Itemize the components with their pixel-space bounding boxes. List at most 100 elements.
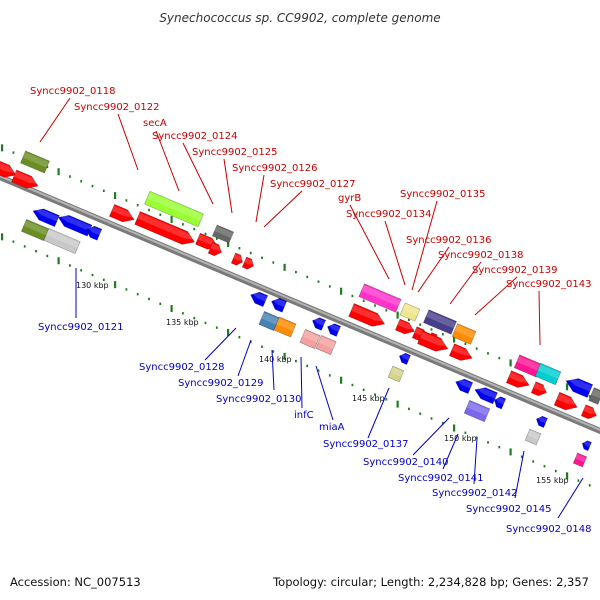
gene-box [463, 399, 491, 423]
scale-tick [419, 412, 422, 415]
scale-tick [532, 460, 535, 463]
scale-tick [385, 398, 388, 401]
gene-box [43, 227, 81, 255]
scale-tick [57, 168, 60, 176]
scale-tick [215, 237, 218, 240]
accession-text: Accession: NC_007513 [10, 575, 141, 589]
leader-line [417, 246, 450, 293]
gene-box [423, 309, 457, 335]
scale-tick [215, 326, 218, 329]
scale-tick [509, 448, 512, 456]
scale-tick [204, 232, 207, 236]
scale-tick [182, 223, 184, 226]
scale-tick [69, 175, 71, 178]
scale-tick [385, 309, 388, 312]
gene-arrow [348, 303, 386, 327]
leader-line [39, 97, 71, 143]
gene-box [315, 335, 337, 355]
gene-arrow [417, 330, 449, 352]
gene-label-top: Syncc9902_0127 [270, 179, 356, 190]
scale-tick [351, 294, 354, 298]
gene-arrow [455, 378, 474, 395]
gene-label-top: Syncc9902_0126 [232, 163, 318, 174]
topology-text: Topology: circular; Length: 2,234,828 bp… [273, 575, 589, 589]
gene-label-bottom: Syncc9902_0142 [432, 488, 518, 499]
gene-label-top: Syncc9902_0125 [192, 147, 278, 158]
gene-box [211, 224, 235, 244]
gene-label-top: Syncc9902_0138 [438, 250, 524, 261]
leader-line [271, 349, 275, 391]
gene-arrow [553, 391, 579, 411]
scale-tick [102, 278, 105, 282]
gene-arrow [494, 396, 507, 410]
gene-arrow [230, 252, 244, 266]
scale-tick [91, 273, 94, 277]
gene-arrow [134, 211, 196, 245]
scale-tick [193, 227, 196, 231]
scale-tick [453, 335, 456, 343]
leader-line [255, 174, 265, 223]
scale-tick [374, 393, 376, 396]
gene-label-top: Syncc9902_0143 [506, 279, 592, 290]
scale-tick [227, 328, 230, 336]
scale-tick [543, 465, 546, 468]
gene-label-top: secA [143, 118, 167, 129]
gene-box [358, 283, 402, 313]
scale-tick [170, 216, 173, 224]
leader-line [263, 190, 303, 228]
scale-tick [588, 484, 591, 487]
gene-arrow [399, 352, 411, 365]
gene-arrow [207, 241, 223, 257]
leader-line [315, 365, 334, 421]
scale-tick [295, 359, 297, 363]
scale-tick [159, 302, 162, 305]
gene-box [572, 452, 588, 468]
gene-arrow [581, 440, 592, 452]
gene-arrow [250, 291, 269, 308]
gene-label-bottom: miaA [319, 422, 345, 433]
scale-tick [136, 203, 139, 207]
map-title: Synechococcus sp. CC9902, complete genom… [159, 11, 440, 25]
gene-label-bottom: Syncc9902_0140 [363, 457, 449, 468]
scale-tick [80, 269, 83, 272]
gene-arrow [0, 158, 17, 178]
scale-tick [102, 189, 105, 193]
gene-label-bottom: Syncc9902_0145 [466, 504, 552, 515]
leader-line [237, 339, 252, 377]
gene-label-top: Syncc9902_0135 [400, 189, 486, 200]
leader-line [557, 477, 584, 519]
scale-tick [35, 249, 37, 253]
leader-line [349, 204, 390, 280]
scale-tick [362, 388, 365, 391]
scale-tick [340, 287, 343, 295]
gene-arrow [580, 404, 598, 420]
scale-tick [340, 376, 343, 384]
leader-line [223, 158, 233, 214]
leader-line [449, 261, 482, 305]
gene-box [299, 329, 321, 349]
scale-tick [396, 311, 399, 319]
genome-backbone [0, 173, 600, 435]
scale-tick [23, 245, 26, 248]
scale-tick [498, 356, 501, 360]
gene-arrow [536, 415, 548, 428]
scale-tick [159, 213, 162, 216]
scale-tick [408, 318, 410, 322]
scale-tick [487, 441, 489, 444]
leader-line [514, 450, 525, 499]
scale-tick [91, 184, 94, 188]
scale-tick [566, 472, 569, 480]
scale-tick [12, 151, 15, 154]
scale-tick [419, 323, 422, 326]
gene-label-bottom: infC [294, 410, 314, 421]
scale-tick [69, 264, 71, 267]
scale-tick [1, 144, 4, 152]
gene-box [258, 311, 280, 331]
scale-tick [441, 333, 444, 336]
gene-features [0, 150, 600, 468]
scale-tick [46, 254, 49, 258]
scale-tick [464, 431, 467, 434]
scale-tick [498, 445, 501, 449]
gene-arrow [109, 203, 135, 223]
